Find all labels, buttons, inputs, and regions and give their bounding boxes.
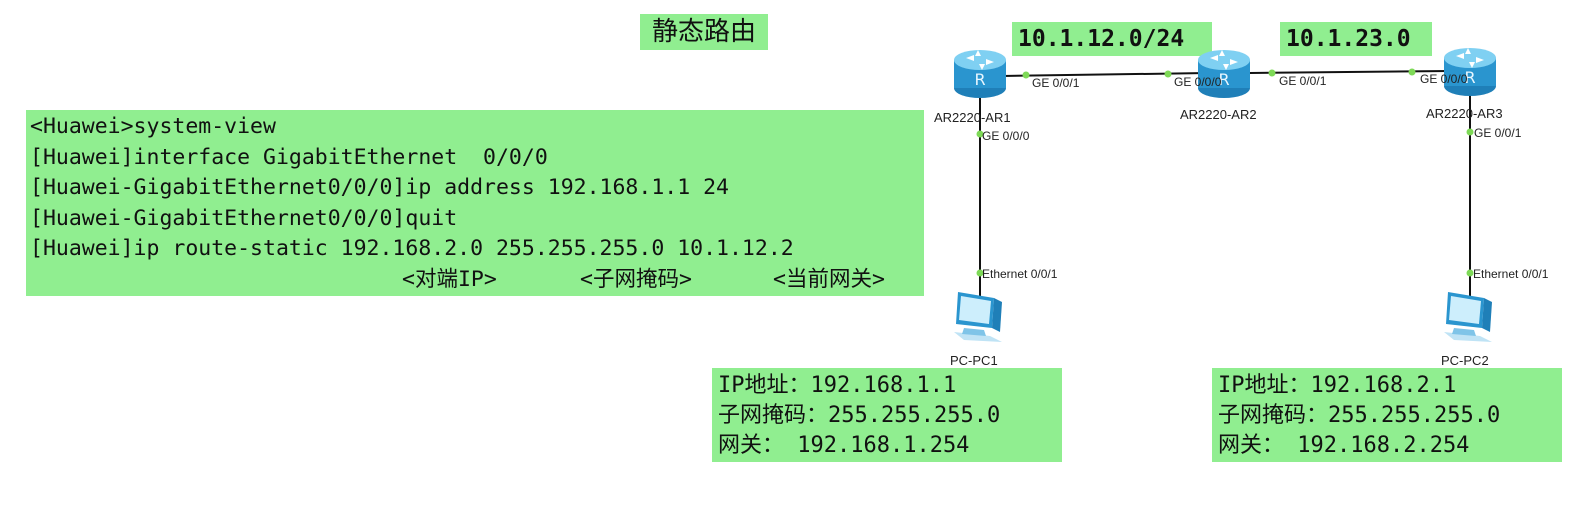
router-icon: R — [1198, 50, 1250, 98]
port-dot — [1268, 69, 1276, 77]
pc2-ip: IP地址：192.168.2.1 — [1218, 373, 1457, 398]
port-label-pc1-eth: Ethernet 0/0/1 — [982, 267, 1058, 281]
port-label-pc2-eth: Ethernet 0/0/1 — [1473, 267, 1549, 281]
cli-config-block: <Huawei>system-view [Huawei]interface Gi… — [26, 110, 924, 296]
cli-line: [Huawei-GigabitEthernet0/0/0]quit — [30, 205, 458, 231]
router-icon: R — [1444, 48, 1496, 96]
svg-text:R: R — [1464, 68, 1475, 87]
network-label-ar2-ar3: 10.1.23.0 — [1280, 22, 1432, 56]
port-dot — [1022, 71, 1030, 79]
port-label-ar1-ge000: GE 0/0/0 — [982, 129, 1030, 143]
pc-icon — [1444, 292, 1492, 342]
device-label-pc1: PC-PC1 — [950, 353, 998, 368]
port-label-ar3-ge001: GE 0/0/1 — [1474, 126, 1522, 140]
device-label-ar3: AR2220-AR3 — [1426, 106, 1503, 121]
pc1-mask: 子网掩码：255.255.255.0 — [718, 403, 1001, 428]
network-label-ar1-ar2: 10.1.12.0/24 — [1012, 22, 1212, 56]
cli-line: [Huawei-GigabitEthernet0/0/0]ip address … — [30, 175, 729, 200]
pc2-info-box: IP地址：192.168.2.1 子网掩码：255.255.255.0 网关： … — [1212, 368, 1562, 462]
port-dot — [1164, 70, 1172, 78]
port-label-ar3-ge000: GE 0/0/0 — [1420, 72, 1468, 86]
port-label-ar1-ge001: GE 0/0/1 — [1032, 76, 1080, 90]
port-dot — [976, 269, 984, 277]
pc1-gateway: 网关： 192.168.1.254 — [718, 433, 970, 458]
svg-text:R: R — [974, 70, 985, 89]
cli-line: <Huawei>system-view — [30, 114, 276, 139]
link-ar1-ar2 — [1001, 72, 1209, 77]
port-dot — [1408, 68, 1416, 76]
pc2-mask: 子网掩码：255.255.255.0 — [1218, 403, 1501, 428]
port-dot — [976, 130, 984, 138]
diagram-title: 静态路由 — [640, 14, 768, 50]
link-ar2-ar3 — [1249, 70, 1451, 74]
pc-icon — [954, 292, 1002, 342]
port-label-ar2-ge000: GE 0/0/0 — [1174, 75, 1222, 89]
cli-param-annotations: <对端IP> <子网掩码> <当前网关> — [30, 265, 924, 296]
current-gateway-annotation: <当前网关> — [773, 266, 885, 292]
pc1-ip: IP地址：192.168.1.1 — [718, 373, 957, 398]
pc1-info-box: IP地址：192.168.1.1 子网掩码：255.255.255.0 网关： … — [712, 368, 1062, 462]
port-dot — [1466, 128, 1474, 136]
device-label-pc2: PC-PC2 — [1441, 353, 1489, 368]
port-dot — [1466, 269, 1474, 277]
subnet-mask-annotation: <子网掩码> — [580, 266, 692, 292]
cli-line: [Huawei]ip route-static 192.168.2.0 255.… — [30, 236, 794, 261]
device-label-ar1: AR2220-AR1 — [934, 110, 1011, 125]
svg-text:R: R — [1218, 70, 1229, 89]
cli-line: [Huawei]interface GigabitEthernet 0/0/0 — [30, 144, 548, 170]
pc2-gateway: 网关： 192.168.2.254 — [1218, 433, 1470, 458]
peer-ip-annotation: <对端IP> — [402, 266, 497, 292]
port-label-ar2-ge001: GE 0/0/1 — [1279, 74, 1327, 88]
device-label-ar2: AR2220-AR2 — [1180, 107, 1257, 122]
router-icon: R — [954, 50, 1006, 98]
